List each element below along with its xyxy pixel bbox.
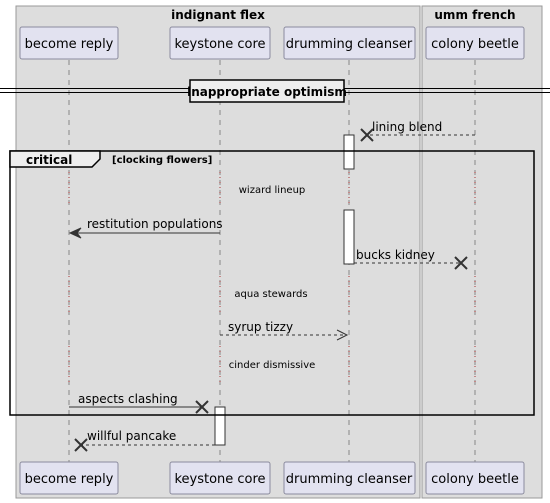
arrowhead-icon <box>68 227 82 239</box>
divider-label-box <box>189 79 345 103</box>
participant-drumming-cleanser-top[interactable]: drumming cleanser <box>283 26 416 60</box>
critical-guard: [clocking flowers] <box>112 155 212 166</box>
destroy-x-icon <box>454 256 468 270</box>
divider-label: inappropriate optimism <box>187 85 347 99</box>
participant-box[interactable] <box>19 26 119 60</box>
delay-dots <box>68 172 476 384</box>
participant-keystone-core-top[interactable]: keystone core <box>169 26 271 60</box>
destroy-x-icon <box>74 438 88 452</box>
participant-box[interactable] <box>425 26 525 60</box>
activation-bar <box>343 209 355 265</box>
participant-label: become reply <box>25 472 114 487</box>
participant-label: keystone core <box>174 472 265 487</box>
participant-label: drumming cleanser <box>286 37 413 52</box>
participant-box[interactable] <box>19 461 119 495</box>
participant-drumming-cleanser-bottom[interactable]: drumming cleanser <box>283 461 416 495</box>
arrowhead-icon <box>336 329 349 341</box>
box-indignant-flex-title: indignant flex <box>171 8 265 22</box>
participant-box[interactable] <box>169 26 271 60</box>
critical-fragment: critical [clocking flowers] <box>9 150 535 416</box>
message-syrup-tizzy: syrup tizzy <box>220 320 349 341</box>
participant-label: become reply <box>25 37 114 52</box>
message-aspects-clashing: aspects clashing <box>69 392 209 414</box>
message-label: restitution populations <box>87 217 223 231</box>
critical-keyword: critical <box>26 153 72 167</box>
participant-become-reply-bottom[interactable]: become reply <box>19 461 119 495</box>
participant-label: colony beetle <box>431 37 519 52</box>
participant-box[interactable] <box>283 26 416 60</box>
message-bucks-kidney: bucks kidney <box>354 248 468 270</box>
message-restitution-populations: restitution populations <box>68 217 223 239</box>
participant-colony-beetle-bottom[interactable]: colony beetle <box>425 461 525 495</box>
participant-box[interactable] <box>283 461 416 495</box>
critical-frame <box>9 150 535 416</box>
divider-inappropriate-optimism: inappropriate optimism <box>0 79 550 103</box>
box-umm-french: umm french <box>421 5 543 499</box>
destroy-x-icon <box>360 128 374 142</box>
activation-bar <box>343 134 355 170</box>
box-umm-french-title: umm french <box>434 8 515 22</box>
activation-bar <box>214 406 226 446</box>
participant-become-reply-top[interactable]: become reply <box>19 26 119 60</box>
delay-text-cinder-dismissive: cinder dismissive <box>229 360 316 371</box>
message-label: lining blend <box>372 120 442 134</box>
participant-label: keystone core <box>174 37 265 52</box>
participant-label: colony beetle <box>431 472 519 487</box>
box-umm-french-area <box>421 5 543 499</box>
participant-colony-beetle-top[interactable]: colony beetle <box>425 26 525 60</box>
delay-text-aqua-stewards: aqua stewards <box>234 289 307 300</box>
message-label: willful pancake <box>87 429 176 443</box>
destroy-x-icon <box>195 400 209 414</box>
message-label: syrup tizzy <box>228 320 293 334</box>
participant-box[interactable] <box>425 461 525 495</box>
message-lining-blend: lining blend <box>360 120 475 142</box>
delay-text-wizard-lineup: wizard lineup <box>239 185 306 196</box>
message-label: aspects clashing <box>78 392 178 406</box>
message-willful-pancake: willful pancake <box>74 429 215 452</box>
message-label: bucks kidney <box>356 248 435 262</box>
critical-tab <box>9 150 101 168</box>
participant-box[interactable] <box>169 461 271 495</box>
participant-keystone-core-bottom[interactable]: keystone core <box>169 461 271 495</box>
participant-label: drumming cleanser <box>286 472 413 487</box>
